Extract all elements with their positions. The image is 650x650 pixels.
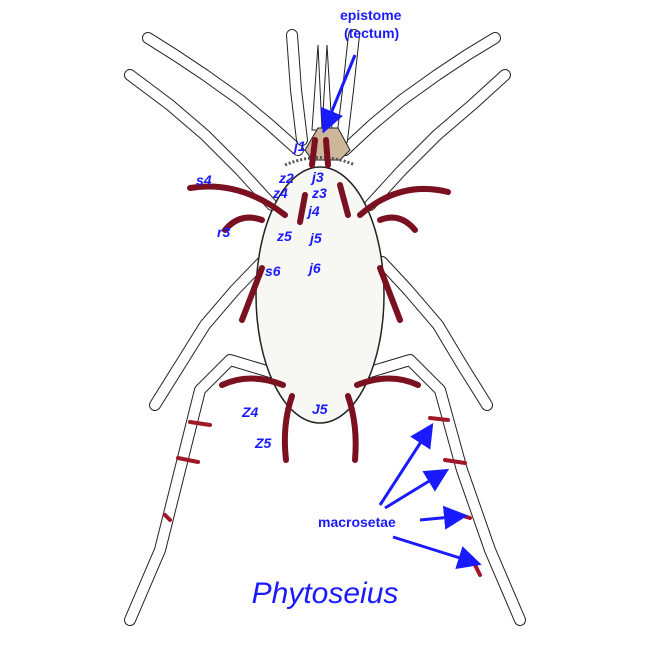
- label-z3: z3: [312, 185, 327, 201]
- label-j1: j1: [294, 138, 306, 154]
- label-z4: z4: [273, 185, 288, 201]
- label-J5: J5: [312, 401, 328, 417]
- label-j6: j6: [309, 260, 321, 276]
- label-Z4: Z4: [242, 404, 259, 420]
- label-r3: r3: [217, 224, 231, 240]
- setae: [187, 137, 451, 463]
- label-z2: z2: [279, 170, 294, 186]
- label-j4: j4: [308, 203, 320, 219]
- genus-title: Phytoseius: [251, 577, 399, 610]
- label-s6: s6: [265, 263, 281, 279]
- label-macrosetae: macrosetae: [318, 514, 396, 530]
- legs: [124, 29, 526, 626]
- macrosetae-marks: [163, 416, 482, 577]
- label-z5: z5: [277, 228, 292, 244]
- idiosoma: [255, 166, 385, 424]
- label-s4: s4: [196, 172, 212, 188]
- label-epistome: epistome: [340, 7, 402, 23]
- pointer-arrows: [320, 54, 482, 570]
- label-tectum: (tectum): [344, 25, 400, 41]
- label-j3: j3: [312, 169, 324, 185]
- label-Z5: Z5: [255, 435, 272, 451]
- label-j5: j5: [310, 230, 322, 246]
